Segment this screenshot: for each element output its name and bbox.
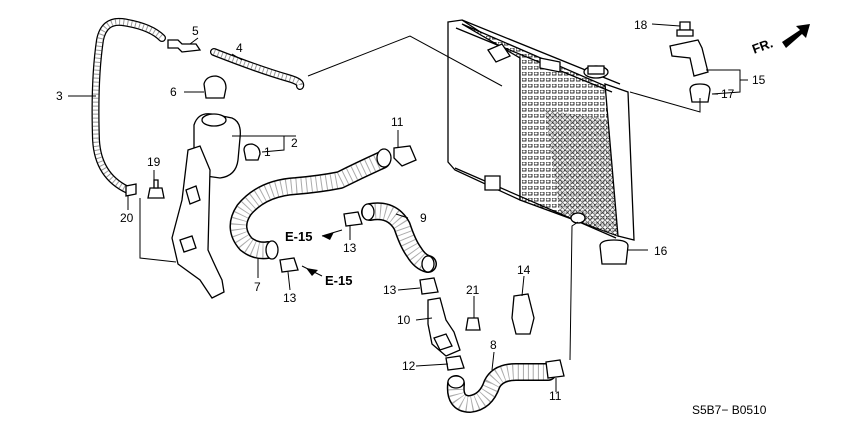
lower-hose-b [446,363,557,413]
overflow-tube [91,17,305,197]
callout-6: 6 [170,85,177,99]
callout-21: 21 [466,283,480,297]
callout-14: 14 [517,263,531,277]
callout-2: 2 [291,136,298,150]
callout-19: 19 [147,155,161,169]
hose-clamps [279,145,565,379]
section-references: E-15 E-15 [285,229,352,288]
reserve-tank-assembly [147,75,261,299]
callout-3: 3 [56,89,63,103]
callout-12: 12 [402,359,416,373]
front-direction-indicator: FR. [750,24,810,57]
callout-15: 15 [752,73,766,87]
section-ref-e15-lower: E-15 [325,273,352,288]
callout-9: 9 [420,211,427,225]
callout-13-lower: 13 [283,291,297,305]
callout-7: 7 [254,280,261,294]
callout-8: 8 [490,338,497,352]
mounting-parts [599,21,711,265]
diagram-code: S5B7− B0510 [692,403,767,417]
callout-20: 20 [120,211,134,225]
radiator-assembly [447,19,635,241]
callout-13-mid: 13 [383,283,397,297]
callout-18: 18 [634,18,648,32]
lower-hose-a [361,202,437,273]
callout-16: 16 [654,244,668,258]
callout-1: 1 [264,145,271,159]
section-ref-e15-upper: E-15 [285,229,312,244]
callout-5: 5 [192,24,199,38]
callout-11-upper: 11 [391,115,404,129]
front-direction-label: FR. [750,35,775,56]
leader-lines [68,23,748,392]
water-passage [427,297,461,357]
callout-11-lower: 11 [549,389,562,403]
callout-4: 4 [236,41,243,55]
callout-10: 10 [397,313,411,327]
callout-13-upper: 13 [343,241,357,255]
callout-numbers: 1 2 3 4 5 6 7 8 9 10 11 11 12 13 13 13 1… [56,18,766,403]
upper-radiator-hose [229,148,392,260]
callout-17: 17 [721,87,735,101]
